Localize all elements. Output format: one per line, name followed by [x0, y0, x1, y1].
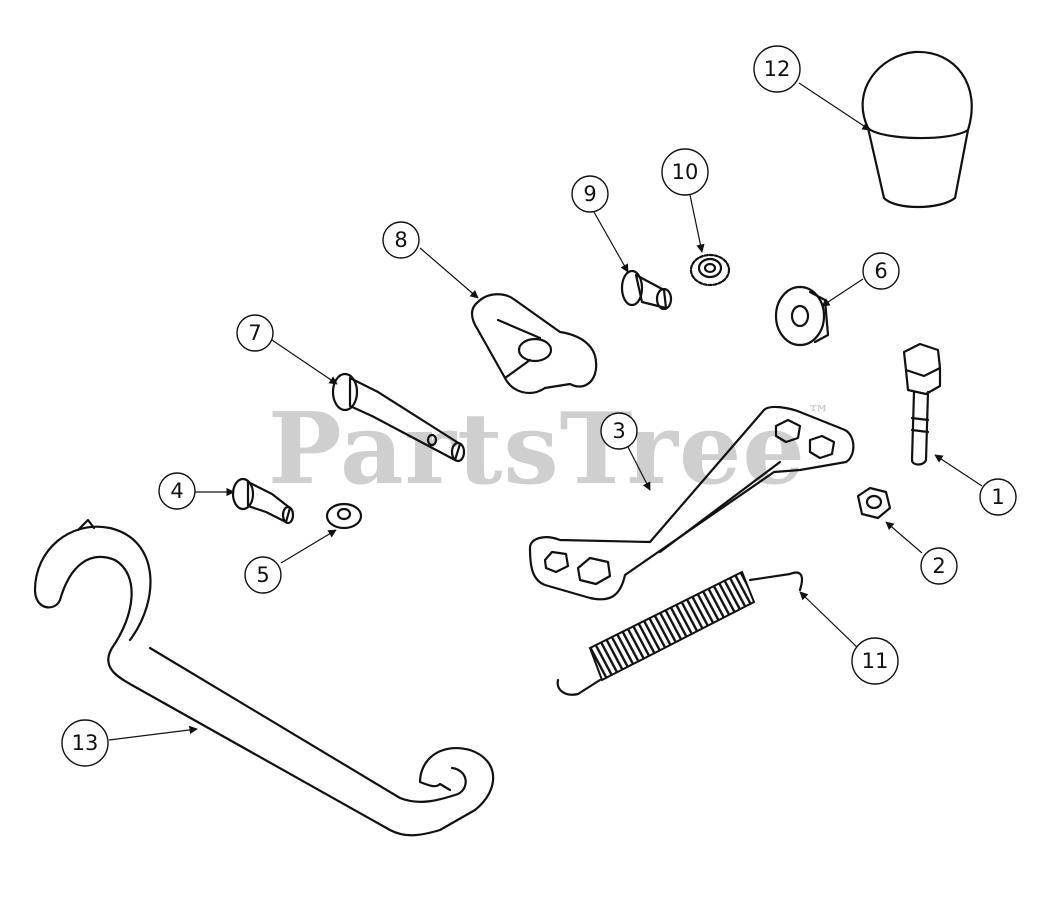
- clevis-pin-part: [331, 372, 466, 463]
- lever-bracket-part: [470, 293, 598, 395]
- leader-lines: [108, 82, 983, 741]
- callout-2: 2: [920, 547, 958, 585]
- leader-6: [821, 278, 864, 307]
- callout-9-label: 9: [583, 182, 596, 206]
- callout-3-label: 3: [612, 419, 625, 443]
- callout-10-label: 10: [672, 160, 699, 184]
- callout-7: 7: [236, 314, 274, 352]
- callout-11: 11: [851, 637, 899, 685]
- callout-1: 1: [979, 478, 1017, 516]
- callout-5-label: 5: [256, 563, 269, 587]
- leader-13: [108, 725, 198, 741]
- wrench-part: [528, 405, 855, 601]
- callout-5: 5: [244, 556, 282, 594]
- callout-6-label: 6: [874, 259, 887, 283]
- callout-2-label: 2: [932, 554, 945, 578]
- callout-7-label: 7: [248, 321, 261, 345]
- extension-spring-part: [556, 570, 804, 696]
- callout-10: 10: [661, 148, 709, 196]
- leader-10: [689, 194, 705, 253]
- leader-12: [798, 82, 871, 131]
- leader-1: [934, 454, 983, 487]
- flange-nut-part: [325, 502, 363, 530]
- hex-bolt-part: [902, 342, 942, 466]
- callout-13: 13: [61, 719, 109, 767]
- flange-washer-part: [774, 285, 830, 347]
- callouts: 12 10 9 8 6 7 3 1 4 2 5 11 13: [61, 45, 1017, 767]
- leader-11: [799, 591, 861, 651]
- knob-part: [861, 50, 973, 208]
- lock-nut-part: [856, 486, 892, 520]
- callout-11-label: 11: [862, 649, 889, 673]
- callout-4-label: 4: [170, 479, 183, 503]
- leader-5: [280, 529, 337, 564]
- shoulder-bolt-part: [231, 477, 295, 525]
- serrated-nut-part: [689, 253, 731, 287]
- callout-3: 3: [600, 412, 638, 450]
- callout-1-label: 1: [991, 485, 1004, 509]
- leader-9: [593, 211, 629, 273]
- callout-9: 9: [571, 175, 609, 213]
- callout-12: 12: [753, 45, 801, 93]
- leader-3: [627, 446, 651, 491]
- callout-4: 4: [158, 472, 196, 510]
- leader-2: [885, 521, 923, 554]
- flange-bolt-small-part: [620, 269, 673, 311]
- callout-13-label: 13: [72, 731, 99, 755]
- callout-8-label: 8: [394, 228, 407, 252]
- leader-8: [419, 247, 479, 299]
- callout-6: 6: [862, 252, 900, 290]
- leader-7: [271, 339, 338, 385]
- callout-8: 8: [382, 221, 420, 259]
- callout-12-label: 12: [764, 57, 791, 81]
- spring-rod-part: [33, 518, 495, 837]
